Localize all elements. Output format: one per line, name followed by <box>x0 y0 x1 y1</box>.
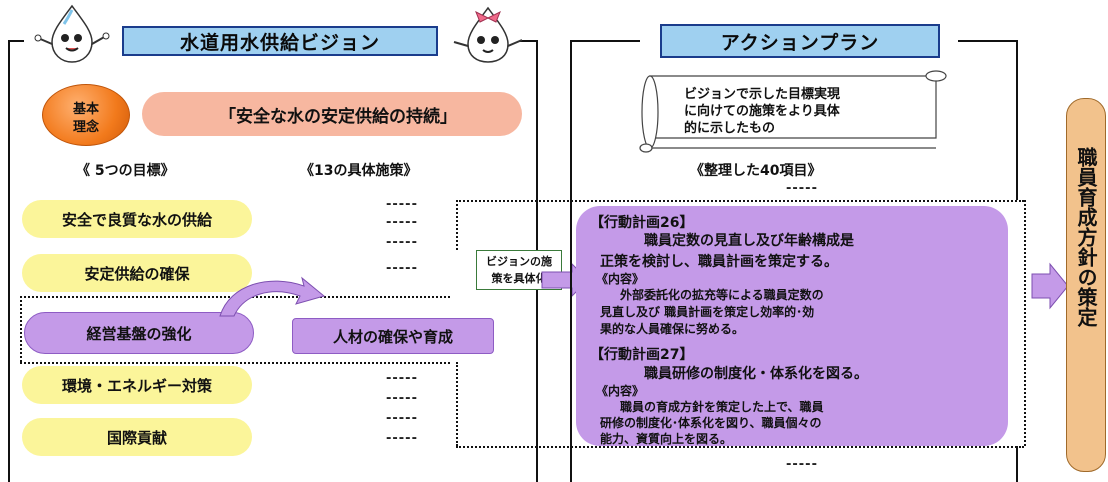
basic-badge-line2: 理念 <box>72 120 99 135</box>
result-box: 職員育成方針の策定 <box>1066 98 1106 472</box>
basic-badge: 基本 理念 <box>42 84 130 146</box>
scroll-note-line1: ビジョンで示した目標実現 <box>684 87 841 102</box>
left-frame-top-left <box>8 40 24 42</box>
mascot-right-icon <box>453 6 523 63</box>
measure-dash: ----- <box>386 411 418 426</box>
measure-dash: ----- <box>386 235 418 250</box>
plan27-title: 【行動計画27】 <box>590 347 694 363</box>
scroll-note-line2: に向けての施策をより具体 <box>684 104 840 119</box>
action-plan-box: 【行動計画26】 職員定数の見直し及び年齢構成是 正策を検討し、職員計画を策定す… <box>576 206 1008 446</box>
plan-box-left-upper <box>456 200 458 250</box>
goal-item-highlighted: 経営基盤の強化 <box>24 312 254 354</box>
plan-box-bottom <box>456 446 1024 448</box>
bridge-label: ビジョンの施 策を具体化 <box>476 250 562 290</box>
vision-title: 水道用水供給ビジョン <box>122 26 438 56</box>
scroll-note-text: ビジョンで示した目標実現 に向けての施策をより具体 的に示したもの <box>684 86 944 137</box>
plan26-title: 【行動計画26】 <box>590 215 694 231</box>
measures-header: 《13の具体施策》 <box>300 163 418 179</box>
measure-dash: ----- <box>386 215 418 230</box>
bridge-label-line2: 策を具体化 <box>491 272 547 285</box>
measure-dash: ----- <box>386 391 418 406</box>
items-dash-top: ----- <box>786 181 818 196</box>
right-panel-top-right <box>958 40 1018 42</box>
measure-dash: ----- <box>386 197 418 212</box>
philosophy-banner <box>142 92 522 136</box>
plan27-content-label: 《内容》 <box>596 384 645 398</box>
goal-item: 国際貢献 <box>22 418 252 456</box>
goal-item: 安定供給の確保 <box>22 254 252 292</box>
plan26-content-line1: 外部委託化の拡充等による職員定数の <box>620 288 824 302</box>
plan27-line1: 職員研修の制度化・体系化を図る。 <box>644 366 868 382</box>
highlight-box-left <box>20 296 22 362</box>
items-dash-bottom: ----- <box>786 457 818 472</box>
basic-badge-line1: 基本 <box>72 102 99 117</box>
left-frame-line <box>8 40 10 482</box>
plan26-summary: 職員定数の見直し及び年齢構成是 <box>644 232 854 251</box>
plan-box-left-lower <box>456 362 458 446</box>
plan26-line2: 正策を検討し、職員計画を策定する。 <box>600 254 838 270</box>
curved-arrow-icon <box>219 276 326 317</box>
items-header: 《整理した40項目》 <box>690 163 822 179</box>
goals-header: 《 5つの目標》 <box>76 163 175 179</box>
right-panel-top-left <box>570 40 640 42</box>
basic-philosophy-text: 「安全な水の安定供給の持続」 <box>219 106 457 127</box>
plan-box-right <box>1024 200 1026 446</box>
plan27-content-line3: 能力、資質向上を図る。 <box>600 432 733 446</box>
right-panel-right-line-lower <box>1016 446 1018 482</box>
plan27-content-line2: 研修の制度化･体系化を図り、職員個々の <box>600 416 822 430</box>
scroll-note-icon <box>639 70 947 153</box>
plan26-content-line3: 果的な人員確保に努める。 <box>600 322 745 336</box>
highlight-box-bottom <box>20 362 450 364</box>
right-panel-left-line <box>570 40 572 482</box>
bridge-label-line1: ビジョンの施 <box>486 255 552 268</box>
plan27-content-line1: 職員の育成方針を策定した上で、職員 <box>620 400 824 414</box>
plan26-content-label: 《内容》 <box>596 272 645 286</box>
measure-dash: ----- <box>386 371 418 386</box>
measure-item: 人材の確保や育成 <box>292 318 494 354</box>
right-panel-right-line <box>1016 40 1018 200</box>
measure-dash: ----- <box>386 431 418 446</box>
measure-dash: ----- <box>386 261 418 276</box>
scroll-note-line3: 的に示したもの <box>684 121 776 136</box>
left-frame-top-right <box>520 40 538 42</box>
mascot-left-icon <box>34 4 110 63</box>
result-label: 職員育成方針の策定 <box>1074 147 1098 327</box>
action-plan-title: アクションプラン <box>660 24 940 58</box>
plan26-line1: 職員定数の見直し及び年齢構成是 <box>644 233 854 249</box>
result-arrow-icon <box>1031 262 1069 310</box>
goal-item: 安全で良質な水の供給 <box>22 200 252 238</box>
plan-box-top <box>456 200 1024 202</box>
goal-item: 環境・エネルギー対策 <box>22 366 252 404</box>
plan26-content-line2: 見直し及び 職員計画を策定し効率的･効 <box>600 305 815 319</box>
